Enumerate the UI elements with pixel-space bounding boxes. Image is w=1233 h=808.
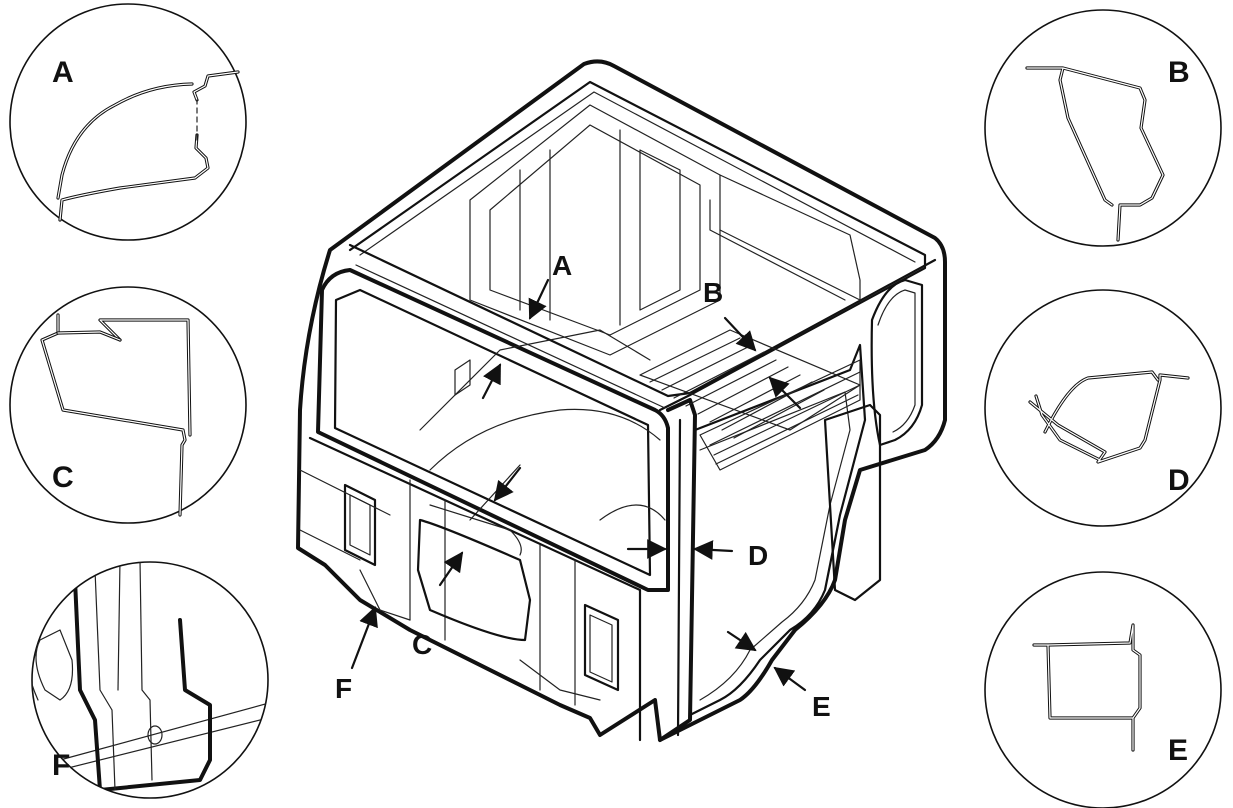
rear-glass-frame <box>316 268 670 592</box>
rear-lower-panel <box>299 436 642 742</box>
detail-label-a: A <box>52 56 74 89</box>
roof-header <box>348 243 937 398</box>
detail-label-b: B <box>1168 56 1190 89</box>
detail-label-e: E <box>1168 734 1188 767</box>
arrow-rear-mid <box>493 466 522 502</box>
arrow-c <box>438 551 464 587</box>
arrow-e2 <box>773 666 807 692</box>
arrow-a <box>528 278 550 320</box>
label-c: C <box>412 629 432 660</box>
detail-f: F <box>31 561 269 799</box>
arrow-b2 <box>768 376 802 410</box>
arrow-e1 <box>726 630 757 652</box>
arrow-b1 <box>723 316 757 352</box>
label-d: D <box>748 540 768 571</box>
interior-back-wall <box>469 104 721 356</box>
roof-rim-inner <box>348 80 927 412</box>
arrow-d2 <box>693 540 734 560</box>
detail-c: C <box>9 286 247 524</box>
cab-body <box>296 59 947 742</box>
detail-a: A <box>9 3 247 241</box>
arrow-rear-top <box>481 363 502 400</box>
label-b: B <box>703 277 723 308</box>
label-a: A <box>552 250 572 281</box>
side-window <box>870 278 924 447</box>
arrow-f <box>350 606 378 670</box>
detail-b: B <box>984 9 1222 247</box>
side-step <box>823 403 882 602</box>
detail-label-f: F <box>52 749 70 782</box>
label-e: E <box>812 691 831 722</box>
detail-label-c: C <box>52 461 74 494</box>
detail-label-d: D <box>1168 464 1190 497</box>
detail-e: E <box>984 571 1222 808</box>
corner-pillar <box>658 398 697 742</box>
cab-outline <box>296 59 947 742</box>
detail-d: D <box>984 289 1222 527</box>
section-arrows <box>350 278 807 692</box>
label-f: F <box>335 673 352 704</box>
